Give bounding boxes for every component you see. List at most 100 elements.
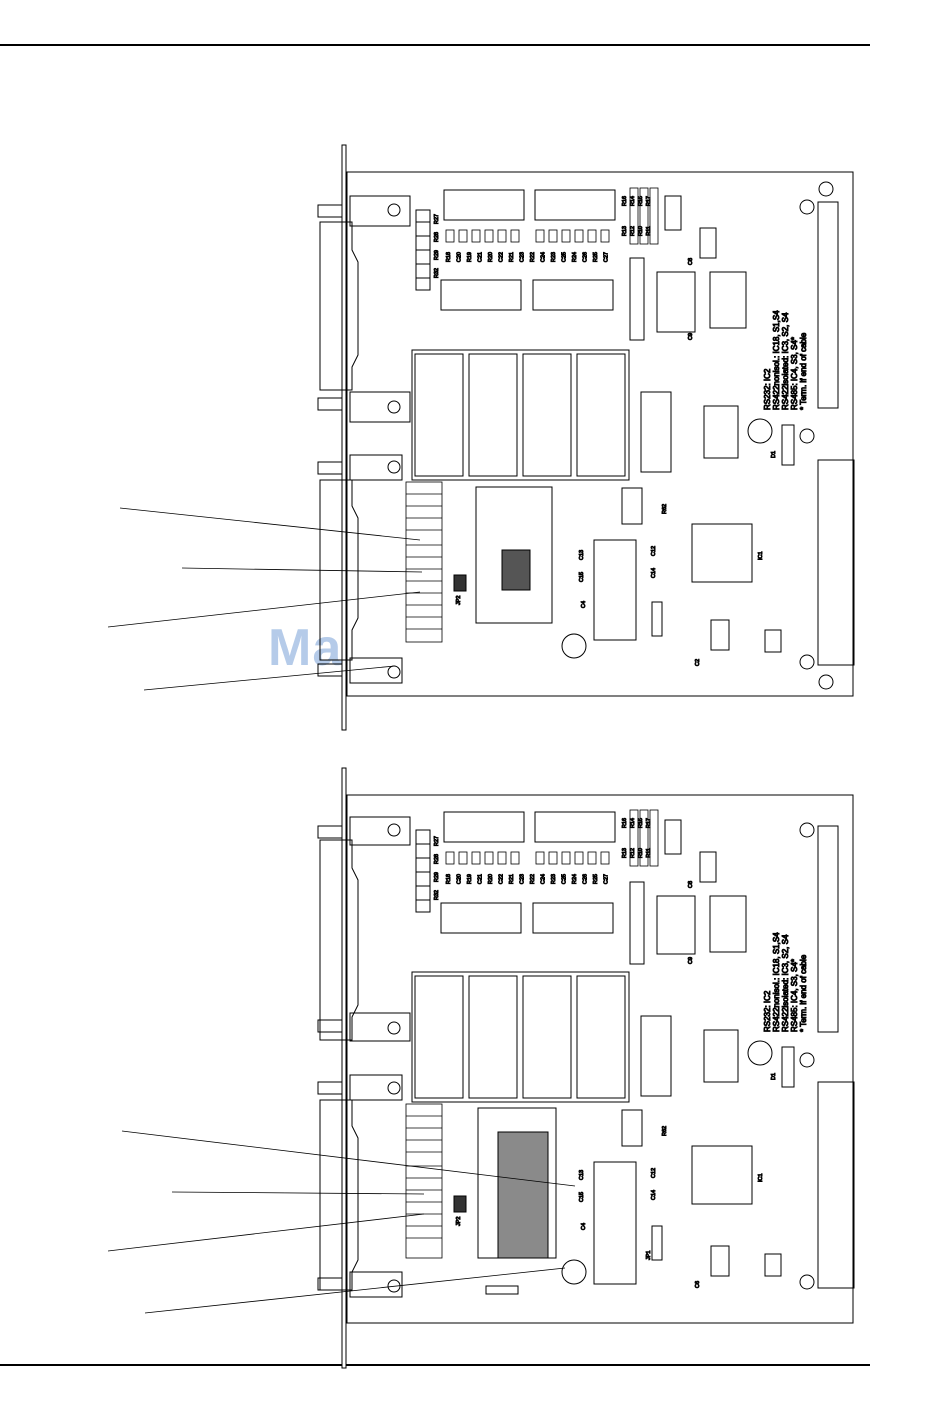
label-c6: C6 <box>695 1281 701 1288</box>
mount-hole <box>799 822 815 838</box>
rc-row <box>445 229 610 243</box>
terminal-block-left <box>405 481 443 643</box>
circuit-board-diagram-top: RS232: IC2 RS422nonisol.: IC18, S1,S4 RS… <box>107 144 855 731</box>
label-c27: C27 <box>604 874 610 884</box>
label-r62: R62 <box>662 1126 668 1136</box>
circuit-board-diagram-bottom: RS232: IC2 RS422nonisol.: IC18, S1,S4 RS… <box>107 767 855 1369</box>
label-c14: C14 <box>651 1190 657 1200</box>
dip-ic-row-upper <box>440 811 616 934</box>
resistor-column-left <box>415 829 431 913</box>
label-r11: R11 <box>646 848 652 858</box>
label-r22: R22 <box>530 252 536 262</box>
mount-hole <box>799 654 815 670</box>
label-c9: C9 <box>688 333 694 340</box>
jumper-jp1 <box>651 601 663 637</box>
label-r10: R10 <box>638 226 644 236</box>
label-c15: C15 <box>579 1192 585 1202</box>
label-c23: C23 <box>520 252 526 262</box>
label-c8: C8 <box>688 881 694 888</box>
label-r24: R24 <box>572 874 578 884</box>
dip-ic-center <box>621 1015 739 1147</box>
label-r13: R13 <box>622 226 628 236</box>
small-ics-right <box>629 819 747 965</box>
header-connector-edge <box>817 459 855 666</box>
label-c24: C24 <box>541 252 547 262</box>
label-c22: C22 <box>499 252 505 262</box>
note-rs422-isolated: RS422isolated: IC3, S2, S4 <box>781 312 790 410</box>
label-ic1: IC1 <box>758 1173 764 1182</box>
rc-row <box>445 851 610 865</box>
note-rs485: RS485: IC4, S3, S4* <box>790 337 799 410</box>
label-r22: R22 <box>530 874 536 884</box>
note-termination: * Term. if end of cable <box>799 954 808 1032</box>
label-r12: R12 <box>630 848 636 858</box>
resistor-group-top <box>629 187 659 245</box>
label-jp2: JP2 <box>456 1217 462 1226</box>
label-c12: C12 <box>651 546 657 556</box>
label-r28: R28 <box>434 232 440 242</box>
label-r21: R21 <box>509 252 515 262</box>
callout-lines <box>107 507 423 691</box>
label-c8: C8 <box>688 258 694 265</box>
callout-lines <box>107 1130 576 1314</box>
crystal <box>485 1285 519 1295</box>
front-panel-bracket <box>341 144 347 731</box>
note-rs232: RS232: IC2 <box>763 368 772 410</box>
label-ic1: IC1 <box>758 551 764 560</box>
label-r11: R11 <box>646 226 652 236</box>
label-c26: C26 <box>583 874 589 884</box>
label-r19: R19 <box>467 874 473 884</box>
dsub-connector-upper <box>317 816 411 1042</box>
label-c21: C21 <box>478 874 484 884</box>
resistor-group-top <box>629 809 659 867</box>
mount-hole <box>799 1052 815 1068</box>
label-c21: C21 <box>478 252 484 262</box>
jumper-jp1 <box>651 1225 663 1261</box>
small-ic-bottom <box>710 1245 730 1277</box>
label-r20: R20 <box>488 874 494 884</box>
relay-row <box>411 971 630 1103</box>
header-connector-top <box>817 201 839 409</box>
dip-ic-row-upper <box>440 189 616 311</box>
board-outline <box>346 794 854 1324</box>
label-c24: C24 <box>541 874 547 884</box>
relay-row <box>411 349 630 481</box>
socket-right <box>593 539 637 641</box>
label-r15: R15 <box>638 818 644 828</box>
label-c27: C27 <box>604 252 610 262</box>
label-r18: R18 <box>446 252 452 262</box>
mount-hole <box>799 199 815 215</box>
note-rs485: RS485: IC4, S3, S4* <box>790 959 799 1032</box>
label-r23: R23 <box>551 252 557 262</box>
label-r19: R19 <box>467 252 473 262</box>
board-notes: RS232: IC2 RS422nonisol.: IC18, S1,S4 RS… <box>763 309 809 410</box>
label-r10: R10 <box>638 848 644 858</box>
capacitor-d1 <box>747 418 773 444</box>
jumper-jp2 <box>453 574 467 592</box>
label-jp2: JP2 <box>456 596 462 605</box>
capacitor-d1 <box>747 1040 773 1066</box>
capacitor-bottom <box>561 1259 587 1285</box>
label-r14: R14 <box>630 818 636 828</box>
plcc-ic1 <box>691 523 753 583</box>
top-rule <box>0 44 870 46</box>
label-c23: C23 <box>520 874 526 884</box>
label-c13: C13 <box>579 550 585 560</box>
note-rs232: RS232: IC2 <box>763 990 772 1032</box>
label-r62: R62 <box>662 504 668 514</box>
board-outline <box>346 171 854 697</box>
label-r28: R28 <box>434 854 440 864</box>
ic-socket <box>477 1107 557 1259</box>
label-r24: R24 <box>572 252 578 262</box>
label-r20: R20 <box>488 252 494 262</box>
label-c9: C9 <box>688 957 694 964</box>
label-c14: C14 <box>651 568 657 578</box>
label-c13: C13 <box>579 1170 585 1180</box>
header-connector-top <box>817 825 839 1033</box>
label-r13: R13 <box>622 848 628 858</box>
capacitor-bottom <box>561 633 587 659</box>
label-r23: R23 <box>551 874 557 884</box>
small-ic-bottom-right <box>764 1253 782 1277</box>
label-c26: C26 <box>583 252 589 262</box>
label-d1: D1 <box>771 451 777 458</box>
